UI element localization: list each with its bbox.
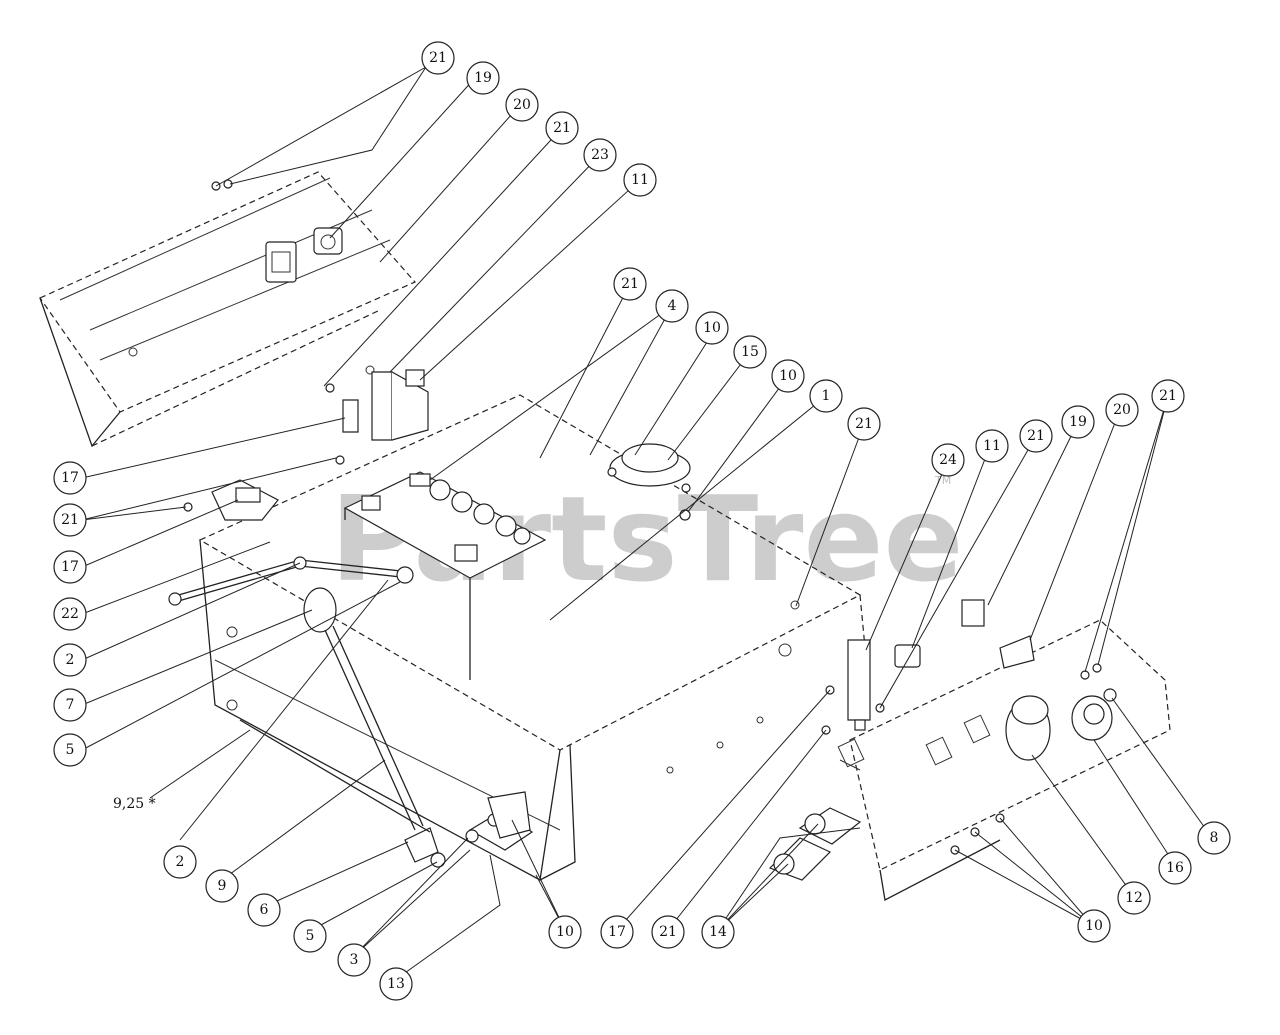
callout-5[interactable]: 5: [53, 733, 87, 767]
fuse-block: [343, 471, 547, 680]
svg-text:21: 21: [1159, 388, 1177, 404]
callout-7[interactable]: 7: [53, 688, 87, 722]
callout-2[interactable]: 2: [163, 845, 197, 879]
main-frame: [198, 394, 871, 882]
callout-23[interactable]: 23: [583, 138, 617, 172]
callout-8[interactable]: 8: [1197, 821, 1231, 855]
svg-text:17: 17: [61, 470, 79, 486]
svg-text:10: 10: [1085, 918, 1103, 934]
svg-text:11: 11: [631, 172, 649, 188]
callout-21[interactable]: 21: [847, 407, 881, 441]
callout-21[interactable]: 21: [1151, 379, 1185, 413]
callout-10[interactable]: 10: [695, 311, 729, 345]
label-9-25: 9,25 *: [113, 796, 156, 812]
svg-text:16: 16: [1166, 860, 1184, 876]
callout-15[interactable]: 15: [733, 335, 767, 369]
svg-text:15: 15: [741, 344, 759, 360]
svg-text:13: 13: [387, 976, 405, 992]
svg-text:20: 20: [1113, 402, 1131, 418]
callout-17[interactable]: 17: [53, 461, 87, 495]
callout-20[interactable]: 20: [1105, 393, 1139, 427]
svg-text:21: 21: [855, 416, 873, 432]
svg-text:10: 10: [703, 320, 721, 336]
svg-text:21: 21: [659, 924, 677, 940]
callout-16[interactable]: 16: [1158, 851, 1192, 885]
svg-text:1: 1: [822, 388, 831, 404]
bracket-23: [325, 369, 429, 465]
svg-text:2: 2: [176, 854, 185, 870]
svg-text:4: 4: [668, 298, 677, 314]
callout-19[interactable]: 19: [466, 61, 500, 95]
svg-text:7: 7: [66, 697, 75, 713]
right-panel: [768, 599, 1171, 901]
svg-text:17: 17: [608, 924, 626, 940]
watermark-trademark: TM: [934, 474, 951, 487]
svg-text:5: 5: [306, 928, 315, 944]
svg-text:11: 11: [983, 438, 1001, 454]
callout-21[interactable]: 21: [651, 915, 685, 949]
callout-11[interactable]: 11: [975, 429, 1009, 463]
callout-21[interactable]: 21: [613, 267, 647, 301]
svg-text:17: 17: [61, 559, 79, 575]
callout-12[interactable]: 12: [1117, 881, 1151, 915]
callout-4[interactable]: 4: [655, 289, 689, 323]
svg-text:19: 19: [474, 70, 492, 86]
svg-text:2: 2: [66, 652, 75, 668]
bracket-17: [183, 479, 279, 521]
callout-6[interactable]: 6: [247, 893, 281, 927]
svg-text:22: 22: [61, 606, 79, 622]
callout-14[interactable]: 14: [701, 915, 735, 949]
dash-panel: [39, 171, 416, 448]
callout-9[interactable]: 9: [205, 869, 239, 903]
callout-1[interactable]: 1: [809, 379, 843, 413]
callout-10[interactable]: 10: [771, 359, 805, 393]
callout-17[interactable]: 17: [600, 915, 634, 949]
leader-lines: [81, 66, 1211, 981]
svg-text:3: 3: [350, 952, 359, 968]
svg-text:14: 14: [709, 924, 727, 940]
svg-text:19: 19: [1069, 414, 1087, 430]
callout-21[interactable]: 21: [421, 41, 455, 75]
svg-text:10: 10: [556, 924, 574, 940]
svg-text:8: 8: [1210, 830, 1219, 846]
svg-text:21: 21: [553, 120, 571, 136]
callout-10[interactable]: 10: [548, 915, 582, 949]
svg-text:21: 21: [1027, 428, 1045, 444]
callout-11[interactable]: 11: [623, 163, 657, 197]
svg-text:9: 9: [218, 878, 227, 894]
callout-20[interactable]: 20: [505, 88, 539, 122]
callout-5[interactable]: 5: [293, 919, 327, 953]
callout-21[interactable]: 21: [53, 503, 87, 537]
callout-24[interactable]: 24: [931, 443, 965, 477]
callout-2[interactable]: 2: [53, 643, 87, 677]
svg-text:12: 12: [1125, 890, 1143, 906]
callout-10[interactable]: 10: [1077, 909, 1111, 943]
svg-text:20: 20: [513, 97, 531, 113]
svg-text:5: 5: [66, 742, 75, 758]
callout-22[interactable]: 22: [53, 597, 87, 631]
callout-21[interactable]: 21: [545, 111, 579, 145]
svg-text:23: 23: [591, 147, 609, 163]
svg-text:21: 21: [61, 512, 79, 528]
callout-19[interactable]: 19: [1061, 405, 1095, 439]
callout-17[interactable]: 17: [53, 550, 87, 584]
hour-meter: [607, 443, 691, 521]
svg-text:21: 21: [621, 276, 639, 292]
callout-3[interactable]: 3: [337, 943, 371, 977]
svg-text:10: 10: [779, 368, 797, 384]
svg-text:21: 21: [429, 50, 447, 66]
svg-text:6: 6: [260, 902, 269, 918]
callout-13[interactable]: 13: [379, 967, 413, 1001]
svg-text:24: 24: [939, 452, 957, 468]
callout-21[interactable]: 21: [1019, 419, 1053, 453]
